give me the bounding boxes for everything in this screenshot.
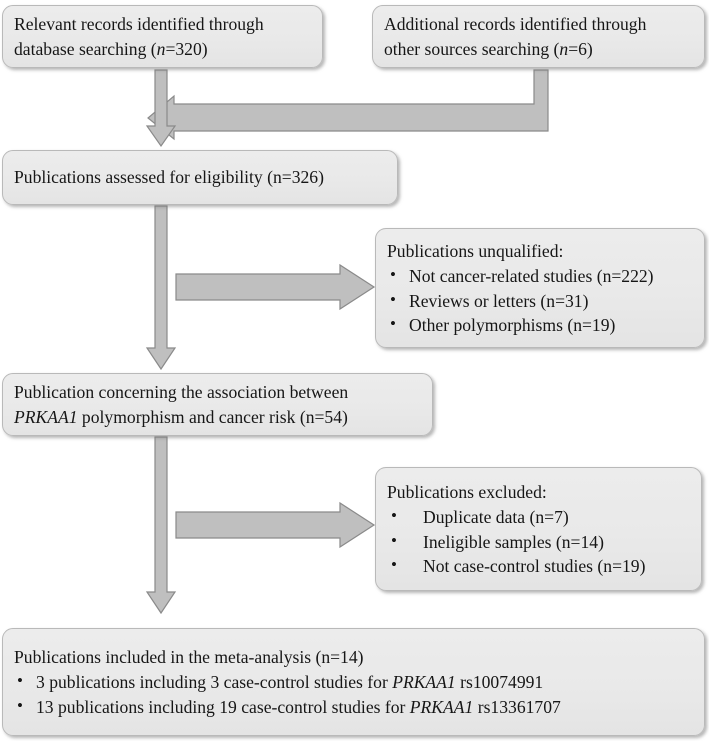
records-other-line2-pre: other sources searching ( xyxy=(384,38,560,59)
node-relevant-records-database: Relevant records identified through data… xyxy=(2,5,323,68)
association-line2: PRKAA1 polymorphism and cancer risk (n=5… xyxy=(14,405,422,429)
records-db-line2-pre: database searching ( xyxy=(14,38,157,59)
list-item: Duplicate data (n=7) xyxy=(387,504,691,529)
unqualified-title: Publications unqualified: xyxy=(387,241,564,262)
records-db-line1: Relevant records identified through xyxy=(14,14,264,35)
records-db-line2-post: =320) xyxy=(165,38,208,59)
included-item0-post: rs10074991 xyxy=(455,672,544,693)
list-item: Not case-control studies (n=19) xyxy=(387,553,691,578)
association-line2-post: polymorphism and cancer risk (n=54) xyxy=(77,406,348,427)
node-publications-assessed-eligibility: Publications assessed for eligibility (n… xyxy=(2,150,398,205)
records-db-n-italic: n xyxy=(156,38,166,59)
included-item1-pre: 13 publications including 19 case-contro… xyxy=(36,696,410,717)
records-db-line2: database searching (n=320) xyxy=(14,37,312,61)
list-item: Other polymorphisms (n=19) xyxy=(387,312,694,337)
list-item: 13 publications including 19 case-contro… xyxy=(14,694,694,719)
node-publication-association-prkaa1: Publication concerning the association b… xyxy=(2,373,433,436)
node-publications-unqualified: Publications unqualified: Not cancer-rel… xyxy=(375,228,705,348)
list-item: Not cancer-related studies (n=222) xyxy=(387,263,694,288)
list-item: 3 publications including 3 case-control … xyxy=(14,669,694,694)
arrow-eligibility-to-unqualified xyxy=(175,263,376,311)
node-publications-included-meta-analysis: Publications included in the meta-analys… xyxy=(2,628,705,736)
records-other-line2-post: =6) xyxy=(568,38,593,59)
records-other-line1: Additional records identified through xyxy=(384,14,647,35)
included-title: Publications included in the meta-analys… xyxy=(14,647,364,668)
eligibility-line1: Publications assessed for eligibility (n… xyxy=(14,167,324,188)
arrow-merge-to-eligibility xyxy=(145,69,177,148)
node-publications-excluded: Publications excluded: Duplicate data (n… xyxy=(375,467,702,591)
arrow-merge-other-sources-to-main xyxy=(147,69,549,141)
included-item1-gene-italic: PRKAA1 xyxy=(409,696,474,717)
list-item: Ineligible samples (n=14) xyxy=(387,528,691,554)
included-list: 3 publications including 3 case-control … xyxy=(14,669,694,719)
excluded-list: Duplicate data (n=7) Ineligible samples … xyxy=(387,504,691,578)
association-gene-italic: PRKAA1 xyxy=(14,406,78,427)
arrow-eligibility-to-association xyxy=(145,205,177,371)
excluded-title: Publications excluded: xyxy=(387,482,547,503)
list-item: Reviews or letters (n=31) xyxy=(387,287,694,313)
included-item0-pre: 3 publications including 3 case-control … xyxy=(36,672,393,693)
included-item1-post: rs13361707 xyxy=(473,696,561,717)
association-line1: Publication concerning the association b… xyxy=(14,382,349,403)
unqualified-list: Not cancer-related studies (n=222) Revie… xyxy=(387,263,694,337)
arrow-association-to-included xyxy=(145,436,177,615)
node-additional-records-other-sources: Additional records identified through ot… xyxy=(372,5,705,68)
records-other-line2: other sources searching (n=6) xyxy=(384,37,694,61)
arrow-association-to-excluded xyxy=(175,501,376,549)
records-other-n-italic: n xyxy=(559,38,569,59)
included-item0-gene-italic: PRKAA1 xyxy=(392,672,456,693)
